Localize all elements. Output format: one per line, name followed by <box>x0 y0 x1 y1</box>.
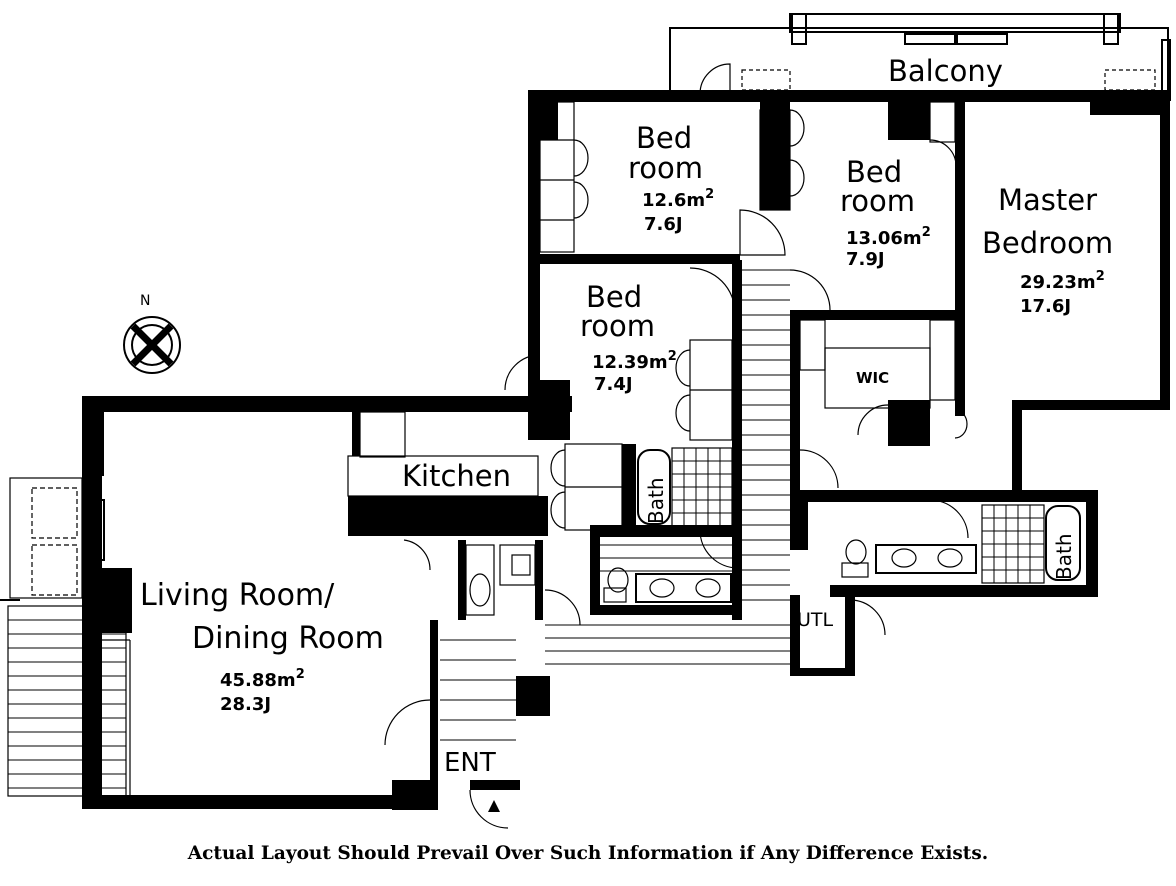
master-area-sup: 2 <box>1096 269 1105 284</box>
wic-label: WIC <box>856 369 889 387</box>
utl-label: UTL <box>797 609 834 631</box>
bedroom1-line1: Bed <box>636 121 692 155</box>
bedroom2-line1: Bed <box>846 155 902 189</box>
living-area-sup: 2 <box>296 667 305 682</box>
fixtures <box>603 539 977 603</box>
interior-lines <box>0 101 956 795</box>
living-jo: 28.3J <box>220 694 271 715</box>
bathtub-1 <box>637 449 671 525</box>
bedroom2-area-sup: 2 <box>922 225 931 240</box>
bedroom1-jo: 7.6J <box>644 214 683 235</box>
compass-icon: N <box>123 293 181 374</box>
corridor-hatching <box>440 269 790 741</box>
bedroom3-area-sup: 2 <box>668 349 677 364</box>
balcony-label: Balcony <box>888 54 1003 88</box>
bedroom3-jo: 7.4J <box>594 374 633 395</box>
living-line1: Living Room/ <box>140 578 335 613</box>
doors <box>384 109 969 829</box>
master-jo: 17.6J <box>1020 296 1071 317</box>
bath2-label: Bath <box>1052 534 1076 581</box>
bedroom2-line2: room <box>840 184 915 218</box>
bathtub-2 <box>1045 505 1081 581</box>
svg-text:12.6m2: 12.6m2 <box>642 187 714 211</box>
bedroom1-area: 12.6m <box>642 190 705 211</box>
bedroom3-line1: Bed <box>586 280 642 314</box>
ent-label: ENT <box>444 748 496 778</box>
living-line2: Dining Room <box>192 621 384 656</box>
svg-text:13.06m2: 13.06m2 <box>846 225 931 249</box>
master-area: 29.23m <box>1020 272 1096 293</box>
svg-text:29.23m2: 29.23m2 <box>1020 269 1105 293</box>
svg-text:12.39m2: 12.39m2 <box>592 349 677 373</box>
bath-tiles <box>671 447 1045 584</box>
bedroom1-line2: room <box>628 151 703 185</box>
entrance-arrow-icon <box>488 800 500 812</box>
walls <box>82 90 1170 810</box>
bedroom3-area: 12.39m <box>592 352 668 373</box>
bedroom2-jo: 7.9J <box>846 249 885 270</box>
master-line2: Bedroom <box>982 226 1113 260</box>
living-area: 45.88m <box>220 670 296 691</box>
bedroom2-area: 13.06m <box>846 228 922 249</box>
svg-text:45.88m2: 45.88m2 <box>220 667 305 691</box>
bedroom1-area-sup: 2 <box>705 187 714 202</box>
kitchen-label: Kitchen <box>402 459 511 493</box>
compass-north-label: N <box>140 293 150 309</box>
deck-hatching <box>7 605 127 797</box>
bedroom3-line2: room <box>580 309 655 343</box>
master-line1: Master <box>998 183 1097 217</box>
disclaimer-text: Actual Layout Should Prevail Over Such I… <box>187 843 989 864</box>
bath1-label: Bath <box>644 478 668 525</box>
